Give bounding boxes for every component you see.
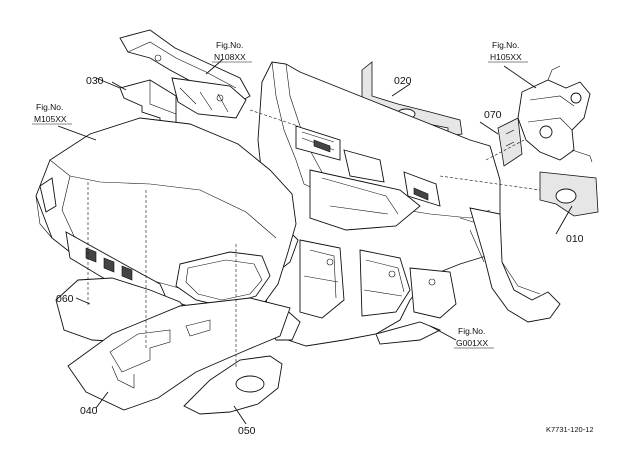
- callout-040: 040: [80, 405, 98, 417]
- part-070-panel: [497, 117, 523, 167]
- figure-reference-g001: Fig.No. G001XX: [454, 326, 494, 349]
- callout-labels: 010 020 030 040 050 060 070: [56, 75, 584, 437]
- fig-label: Fig.No.: [36, 102, 63, 112]
- fig-label: Fig.No.: [492, 40, 519, 50]
- dashboard-frame: [257, 61, 501, 347]
- leader-lines: [57, 59, 573, 425]
- part-040-cover: [67, 297, 291, 411]
- fig-number: G001XX: [456, 338, 488, 348]
- upper-bracket-assembly: [119, 29, 251, 119]
- figure-reference-m105: Fig.No. M105XX: [32, 102, 72, 125]
- guide-lines: [87, 109, 541, 368]
- fig-label: Fig.No.: [458, 326, 485, 336]
- callout-010: 010: [566, 233, 584, 245]
- callout-020: 020: [394, 75, 412, 87]
- callout-070: 070: [484, 109, 502, 121]
- figure-reference-n108: Fig.No. N108XX: [212, 40, 252, 63]
- part-050-panel: [183, 355, 283, 415]
- part-010-bracket: [539, 171, 599, 217]
- callout-030: 030: [86, 75, 104, 87]
- fig-number: N108XX: [214, 52, 246, 62]
- drawing-code: K7731-120-12: [546, 425, 594, 434]
- figure-reference-h105: Fig.No. H105XX: [488, 40, 528, 63]
- fig-number: H105XX: [490, 52, 522, 62]
- right-fender: [469, 207, 561, 323]
- fig-label: Fig.No.: [216, 40, 243, 50]
- upper-right-mechanism: [517, 65, 593, 163]
- callout-050: 050: [238, 425, 256, 437]
- callout-060: 060: [56, 293, 74, 305]
- fig-number: M105XX: [34, 114, 67, 124]
